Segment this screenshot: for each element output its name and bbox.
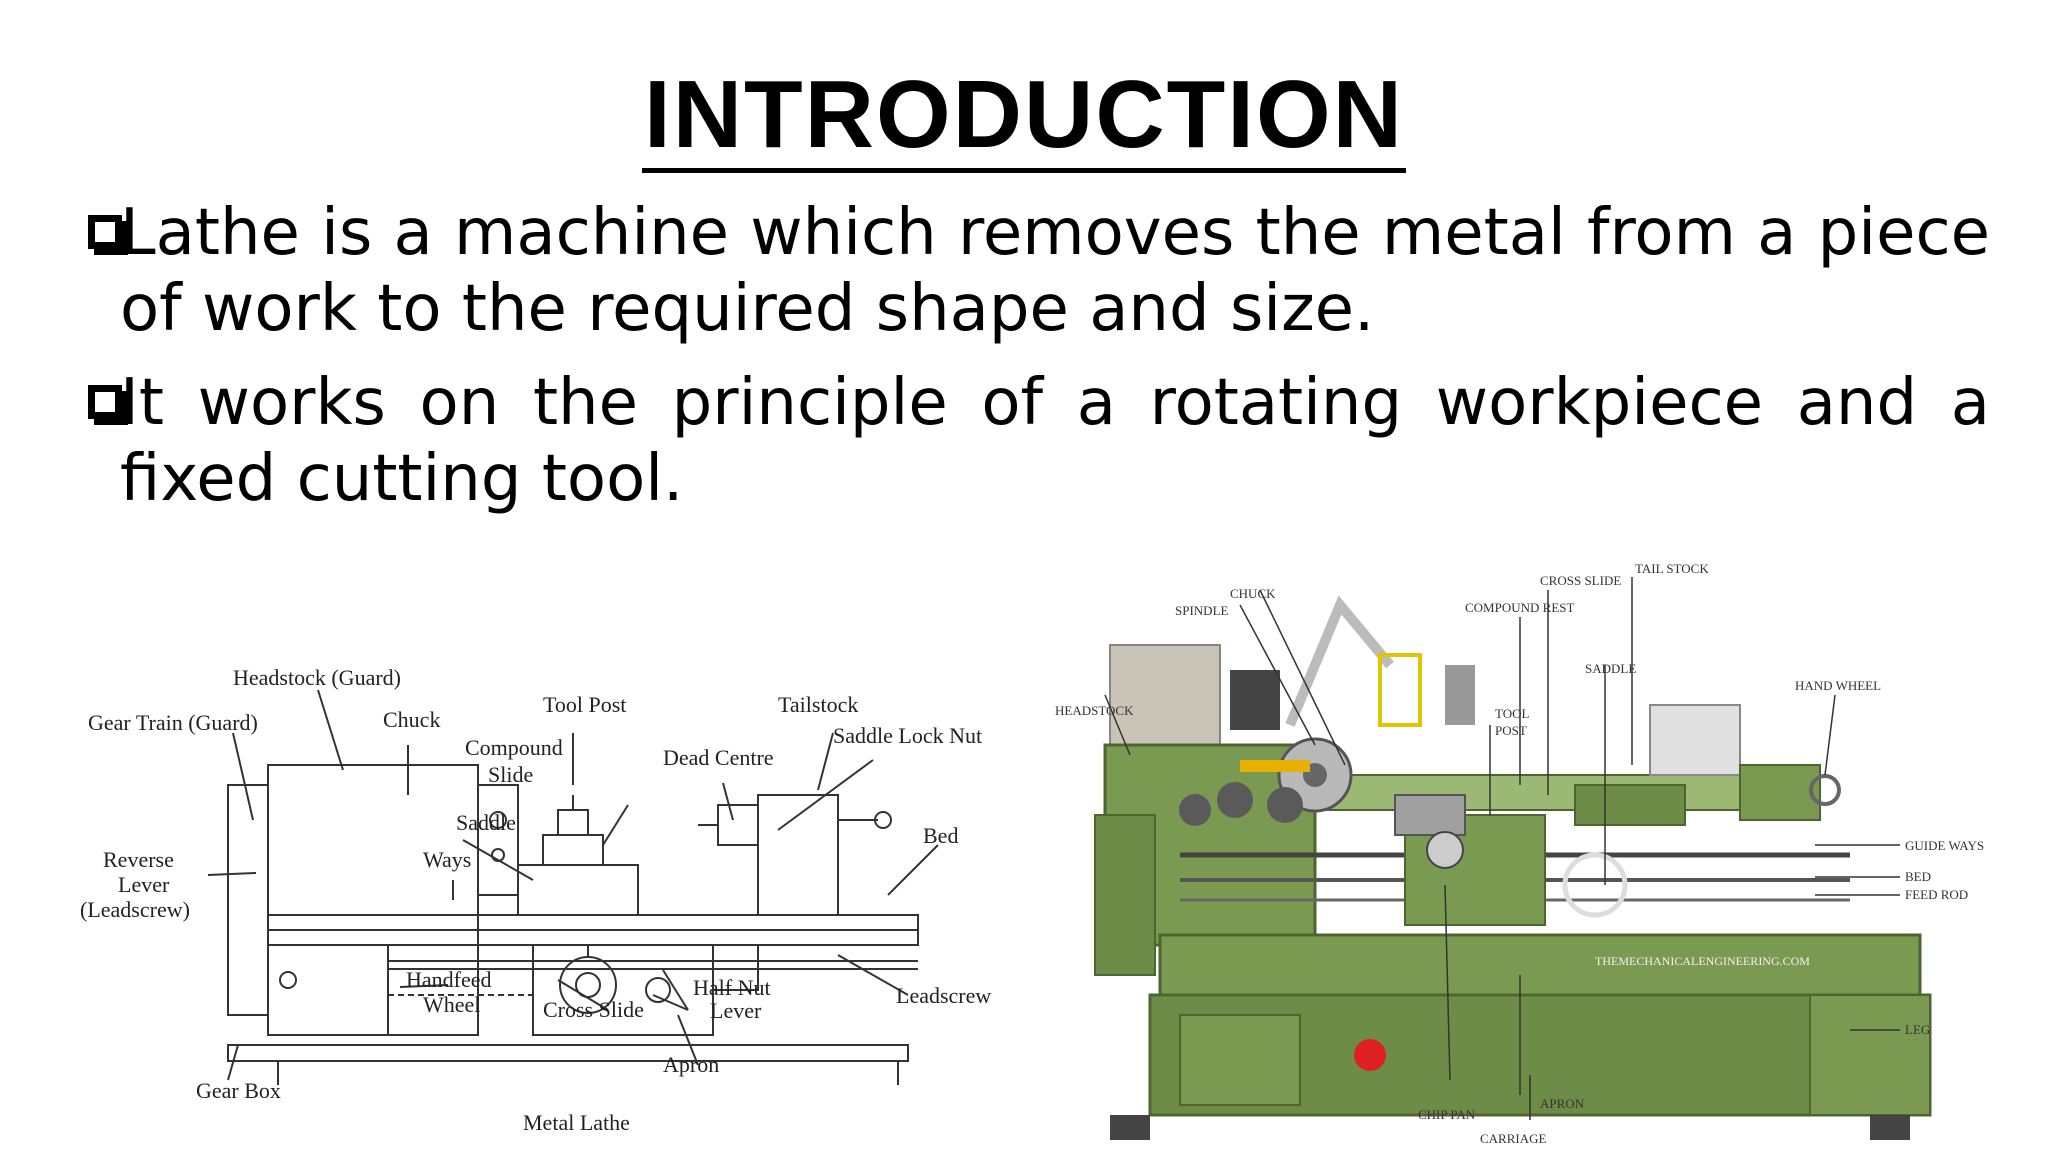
photo-label-leg: LEG	[1905, 1022, 1930, 1037]
lathe-line-diagram: Headstock (Guard) Gear Train (Guard) Chu…	[80, 665, 991, 1135]
photo-label-hand-wheel: HAND WHEEL	[1795, 678, 1881, 693]
diagram-label-saddle-lock-nut: Saddle Lock Nut	[833, 723, 982, 748]
checkbox-bullet-icon	[88, 385, 122, 419]
photo-label-saddle: SADDLE	[1585, 661, 1636, 676]
diagram-label-tailstock: Tailstock	[778, 692, 858, 717]
diagram-label-headstock-guard: Headstock (Guard)	[233, 665, 401, 690]
photo-label-tool: TOOL	[1495, 706, 1529, 721]
photo-label-post: POST	[1495, 723, 1527, 738]
bullet-list: Lathe is a machine which removes the met…	[88, 195, 1990, 535]
diagram-label-cross-slide: Cross Slide	[543, 997, 644, 1022]
diagram-label-bed: Bed	[923, 823, 958, 848]
diagram-label-gear-train: Gear Train (Guard)	[88, 710, 258, 735]
diagram-label-half-nut-lever: Lever	[710, 998, 762, 1023]
photo-label-bed: BED	[1905, 869, 1931, 884]
diagram-label-leadscrew: Leadscrew	[896, 983, 991, 1008]
diagram-label-saddle: Saddle	[456, 810, 516, 835]
photo-label-carriage: CARRIAGE	[1480, 1131, 1547, 1146]
diagram-label-half-nut: Half Nut	[693, 975, 771, 1000]
photo-label-tail-stock: TAIL STOCK	[1635, 561, 1709, 576]
photo-label-feed-rod: FEED ROD	[1905, 887, 1968, 902]
diagram-label-apron: Apron	[663, 1052, 719, 1077]
diagram-label-ways: Ways	[423, 847, 471, 872]
diagram-label-lever: Lever	[118, 872, 170, 897]
photo-label-headstock: HEADSTOCK	[1055, 703, 1134, 718]
diagram-label-tool-post: Tool Post	[543, 692, 626, 717]
diagram-label-dead-centre: Dead Centre	[663, 745, 774, 770]
photo-label-cross-slide: CROSS SLIDE	[1540, 573, 1621, 588]
diagram-label-gear-box: Gear Box	[196, 1078, 281, 1103]
photo-watermark: THEMECHANICALENGINEERING.COM	[1595, 954, 1810, 968]
diagram-label-wheel: Wheel	[423, 992, 480, 1017]
diagram-label-chuck: Chuck	[383, 707, 440, 732]
photo-label-chip-pan: CHIP PAN	[1418, 1107, 1476, 1122]
diagram-label-reverse: Reverse	[103, 847, 174, 872]
diagram-label-compound: Compound	[465, 735, 563, 760]
lathe-machine-illustration	[1094, 595, 1932, 1140]
photo-label-compound-rest: COMPOUND REST	[1465, 600, 1574, 615]
bullet-text: It works on the principle of a rotating …	[120, 366, 1990, 516]
slide-title: INTRODUCTION	[0, 60, 2048, 173]
photo-label-chuck: CHUCK	[1230, 586, 1276, 601]
photo-label-guide-ways: GUIDE WAYS	[1905, 838, 1984, 853]
photo-label-spindle: SPINDLE	[1175, 603, 1229, 618]
diagram-label-handfeed: Handfeed	[406, 967, 492, 992]
checkbox-bullet-icon	[88, 215, 122, 249]
diagram-caption: Metal Lathe	[523, 1110, 630, 1135]
slide-title-text: INTRODUCTION	[642, 61, 1406, 173]
bullet-text: Lathe is a machine which removes the met…	[120, 196, 1990, 346]
photo-label-apron: APRON	[1540, 1096, 1585, 1111]
lathe-photo-labeled: TAIL STOCK CROSS SLIDE CHUCK SPINDLE COM…	[1055, 561, 1984, 1146]
bullet-item: Lathe is a machine which removes the met…	[88, 195, 1990, 347]
bullet-item: It works on the principle of a rotating …	[88, 365, 1990, 517]
diagram-label-slide: Slide	[488, 762, 533, 787]
diagram-label-leadscrew-paren: (Leadscrew)	[80, 897, 190, 922]
